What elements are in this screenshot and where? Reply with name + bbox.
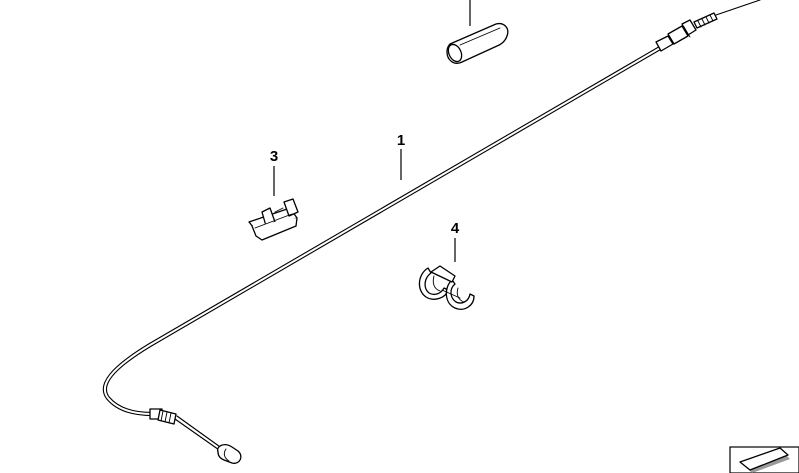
clip-base-line bbox=[441, 289, 461, 299]
cap-highlight bbox=[459, 27, 501, 46]
clip-inner-edge-right bbox=[456, 287, 465, 303]
upper-ferrule bbox=[655, 35, 674, 52]
clip-right-tab bbox=[283, 198, 299, 217]
clip-lower-flange bbox=[251, 217, 298, 241]
rubber-cap-end bbox=[447, 43, 463, 63]
upper-adjuster-body bbox=[667, 25, 689, 45]
upper-thread bbox=[693, 12, 718, 29]
upper-inner-wire bbox=[715, 0, 761, 16]
upper-nut bbox=[681, 19, 697, 36]
cable-sheath-inner bbox=[103, 47, 661, 415]
clip-fold-line bbox=[254, 213, 293, 229]
lower-end-nipple bbox=[217, 444, 242, 464]
lower-inner-wire bbox=[174, 418, 223, 453]
nut-edge bbox=[683, 26, 691, 38]
double-clip-left-loop bbox=[418, 267, 449, 300]
catalog-corner-badge bbox=[729, 446, 799, 473]
cable-upper-fitting bbox=[655, 0, 761, 52]
double-clip-right-loop bbox=[445, 279, 475, 310]
thread-lines bbox=[697, 14, 714, 28]
callout-label-4: 4 bbox=[451, 220, 460, 237]
cable-lower-fitting bbox=[149, 408, 242, 464]
rubber-cap-body bbox=[446, 22, 509, 64]
cable-sheath-outer bbox=[102, 45, 663, 417]
rubber-cap-part bbox=[446, 0, 509, 64]
part-3-bracket-clip: 3 bbox=[248, 148, 299, 241]
lower-fitting-rings bbox=[160, 410, 172, 424]
callout-label-1: 1 bbox=[397, 132, 405, 149]
lower-inner-wire-2 bbox=[176, 415, 224, 450]
part-1-cable: 1 bbox=[102, 0, 761, 464]
badge-wedge-outline bbox=[739, 447, 789, 471]
part-4-double-clip: 4 bbox=[418, 220, 475, 310]
callout-label-3: 3 bbox=[270, 148, 278, 165]
nipple-edge bbox=[223, 448, 230, 462]
double-clip-bridge bbox=[430, 265, 456, 283]
clip-inner-edge-left bbox=[432, 275, 441, 292]
clip-groove bbox=[274, 207, 284, 213]
